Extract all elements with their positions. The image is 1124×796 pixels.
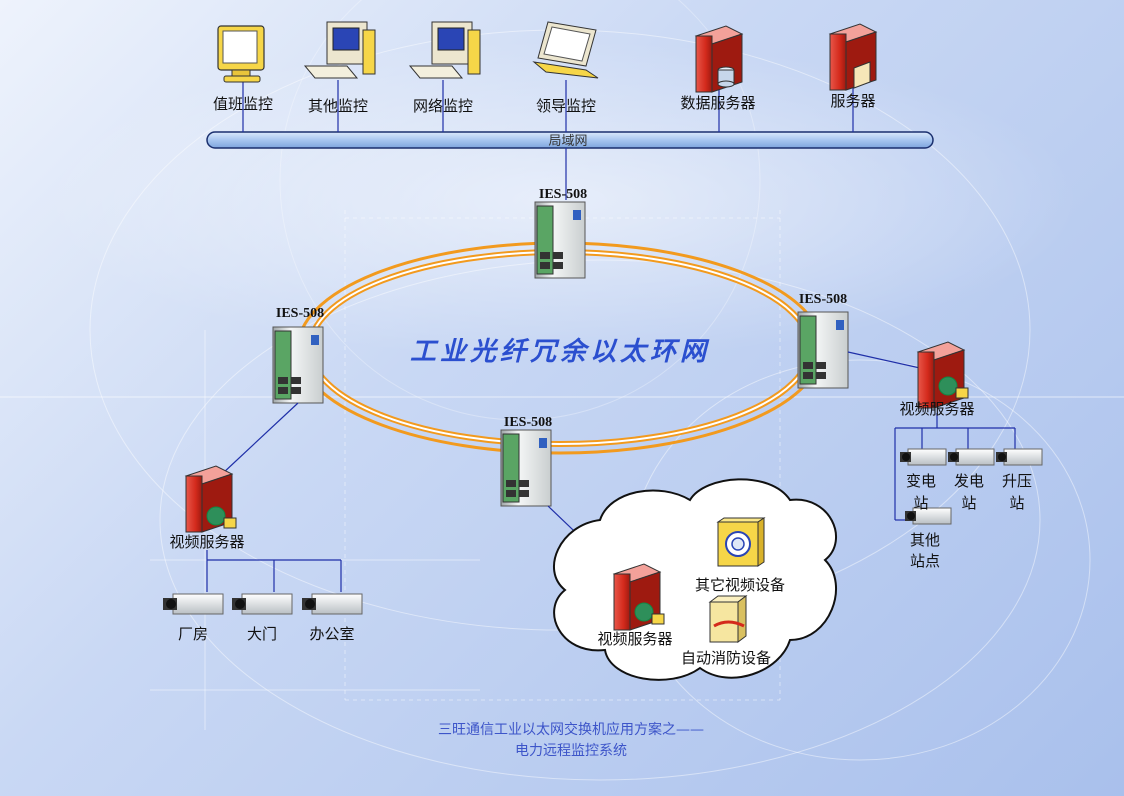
laptop-icon [532, 21, 599, 79]
camera-label-other-site-1: 其他 [910, 531, 940, 549]
fire-device-label: 自动消防设备 [681, 649, 771, 667]
device-label-server: 服务器 [830, 92, 875, 110]
camera-label-office: 办公室 [309, 625, 354, 643]
server-icon [828, 23, 878, 91]
camera-label-power-plant-1: 发电 [954, 472, 984, 490]
camera-label-plant: 厂房 [178, 625, 208, 643]
switch-left [272, 326, 324, 404]
video-server-icon [184, 465, 237, 533]
camera-label-booster-2: 站 [1009, 494, 1024, 512]
device-label-data-server: 数据服务器 [680, 94, 755, 112]
device-label-other-monitor: 其他监控 [308, 97, 368, 115]
switch-top [534, 201, 586, 279]
device-label-leader-monitor: 领导监控 [536, 97, 596, 115]
switch-bottom-label: IES-508 [504, 415, 552, 430]
device-label-network-monitor: 网络监控 [413, 97, 473, 115]
camera-label-substation-1: 变电 [906, 472, 936, 490]
top-device-labels: 值班监控 其他监控 网络监控 领导监控 数据服务器 服务器 [213, 92, 876, 115]
ring-title: 工业光纤冗余以太环网 [410, 337, 710, 367]
camera-label-gate: 大门 [247, 625, 277, 643]
camera-label-power-plant-2: 站 [961, 494, 976, 512]
right-video-server-label: 视频服务器 [899, 400, 974, 418]
switch-right-label: IES-508 [799, 292, 847, 307]
monitor-icon [217, 25, 265, 83]
lan-bus: 局域网 [206, 131, 934, 149]
desktop-pc-icon [303, 21, 376, 79]
camera-icon [232, 593, 293, 615]
camera-label-booster-1: 升压 [1002, 472, 1032, 490]
video-device-icon [716, 517, 766, 567]
caption-line-1: 三旺通信工业以太网交换机应用方案之—— [438, 721, 704, 738]
database-server-icon [694, 25, 744, 93]
camera-icon [948, 448, 995, 466]
switch-left-label: IES-508 [276, 306, 324, 321]
video-server-icon [612, 563, 665, 631]
camera-label-substation-2: 站 [913, 494, 928, 512]
switch-right [797, 311, 849, 389]
desktop-pc-icon [408, 21, 481, 79]
camera-icon [302, 593, 363, 615]
cloud-video-server-label: 视频服务器 [597, 630, 672, 648]
right-camera-labels: 变电 站 发电 站 升压 站 其他 站点 [906, 472, 1032, 570]
video-server-icon [916, 341, 969, 409]
camera-icon [996, 448, 1043, 466]
fire-device-icon [708, 595, 748, 643]
left-video-server-label: 视频服务器 [169, 533, 244, 551]
caption-line-2: 电力远程监控系统 [515, 743, 627, 759]
camera-icon [163, 593, 224, 615]
switch-bottom [500, 429, 552, 507]
camera-label-other-site-2: 站点 [910, 552, 940, 570]
switch-top-label: IES-508 [539, 187, 587, 202]
other-video-device-label: 其它视频设备 [695, 576, 785, 594]
top-device-links [242, 80, 854, 200]
device-label-duty-monitor: 值班监控 [213, 95, 273, 113]
lan-label: 局域网 [548, 134, 587, 149]
camera-icon [900, 448, 947, 466]
camera-icon [905, 507, 952, 525]
